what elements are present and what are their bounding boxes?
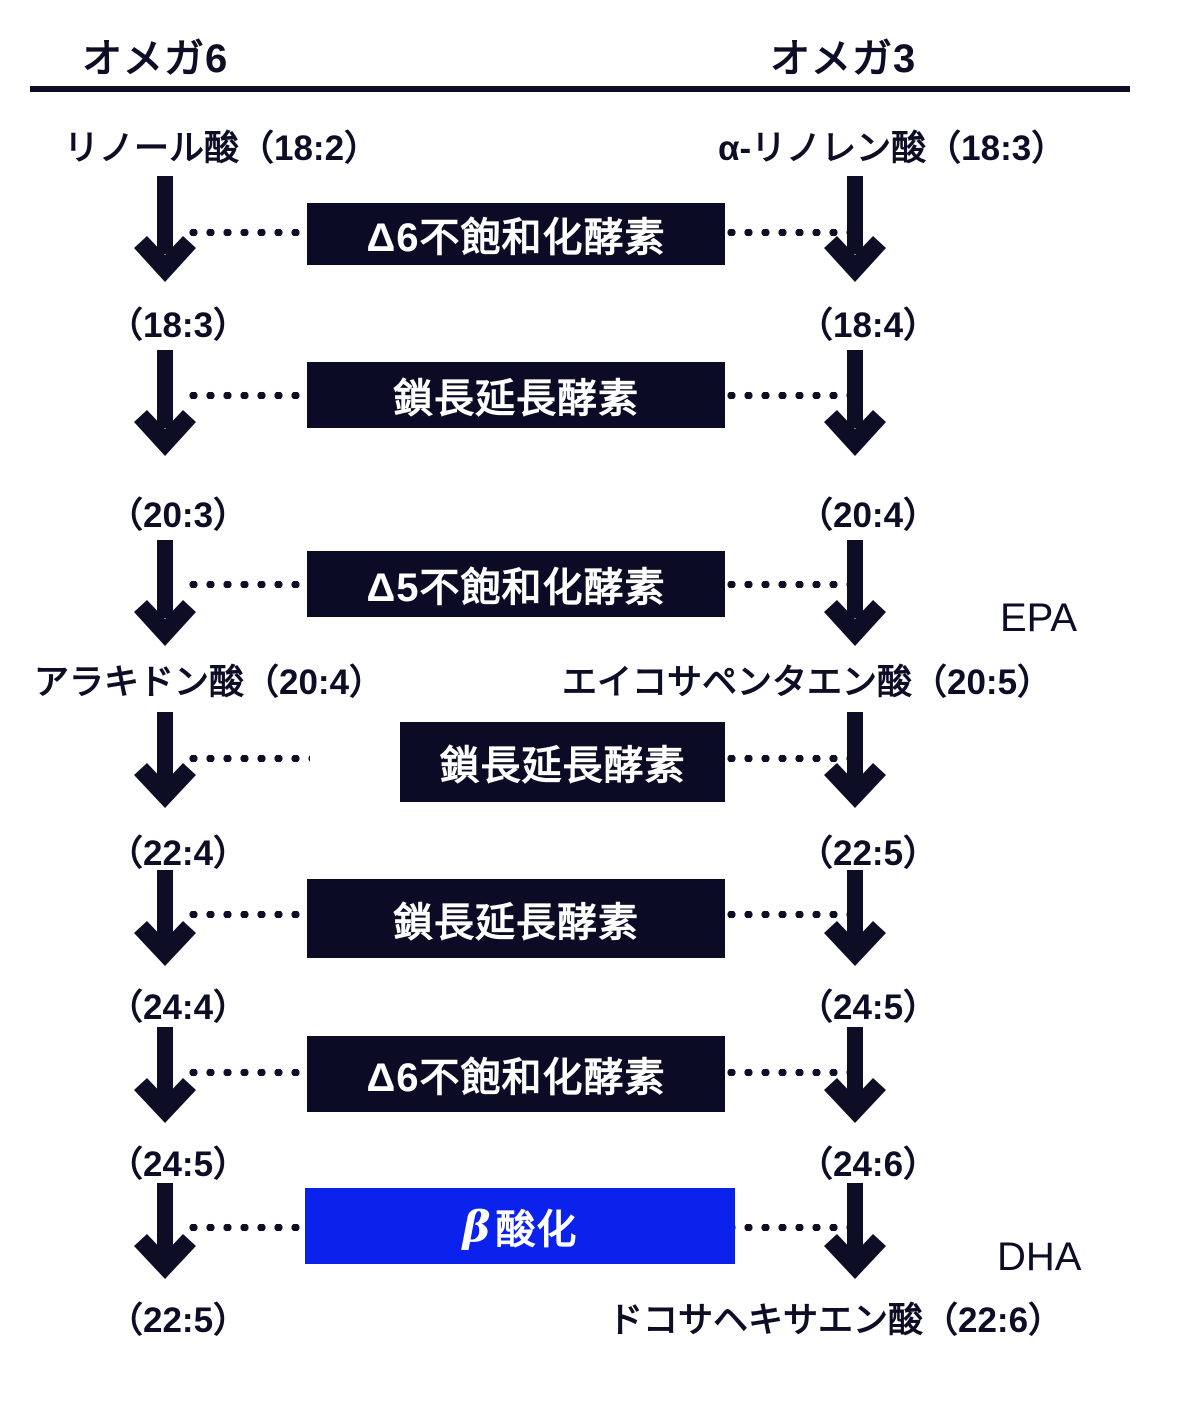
node-omega3-18-4: （18:4） (798, 306, 939, 345)
connector-left-step1 (185, 229, 310, 236)
column-header-omega6: オメガ6 (82, 37, 229, 81)
arrow-omega6-step2 (130, 350, 200, 460)
node-omega6-24-4: （24:4） (108, 988, 249, 1027)
enzyme-label: 鎖長延長酵素 (393, 900, 639, 945)
node-omega6-arachidonic-acid: アラキドン酸（20:4） (34, 663, 385, 702)
connector-left-step4 (185, 755, 310, 762)
connector-left-step6 (185, 1069, 310, 1076)
enzyme-box-elongase-1[interactable]: 鎖長延長酵素 (307, 362, 725, 428)
enzyme-box-delta6-desaturase-1[interactable]: Δ6不飽和化酵素 (307, 203, 725, 265)
arrow-omega6-step7 (130, 1183, 200, 1283)
connector-right-step5 (723, 911, 848, 918)
node-omega3-docosahexaenoic-acid: ドコサヘキサエン酸（22:6） (608, 1301, 1064, 1340)
arrow-omega3-step3 (820, 540, 890, 650)
node-omega6-22-4: （22:4） (108, 834, 249, 873)
enzyme-label: 酸化 (495, 1208, 578, 1252)
connector-left-step3 (185, 581, 310, 588)
enzyme-box-elongase-3[interactable]: 鎖長延長酵素 (307, 879, 725, 958)
node-omega3-alpha-linolenic-acid: α-リノレン酸（18:3） (718, 129, 1067, 168)
header-divider-rule (30, 86, 1130, 92)
connector-left-step2 (185, 392, 310, 399)
enzyme-label: Δ6不飽和化酵素 (366, 1056, 666, 1100)
enzyme-label: Δ5不飽和化酵素 (366, 566, 666, 610)
arrow-omega3-step1 (820, 176, 890, 286)
connector-right-step1 (723, 229, 848, 236)
arrow-omega3-step7 (820, 1183, 890, 1283)
connector-right-step3 (723, 581, 848, 588)
node-omega6-24-5: （24:5） (108, 1145, 249, 1184)
node-omega3-22-5: （22:5） (798, 834, 939, 873)
enzyme-label: Δ6不飽和化酵素 (366, 216, 666, 260)
connector-left-step7 (185, 1224, 310, 1231)
arrow-omega6-step6 (130, 1027, 200, 1127)
node-omega6-22-5: （22:5） (108, 1301, 249, 1340)
annotation-epa: EPA (1000, 596, 1078, 640)
annotation-dha: DHA (997, 1235, 1082, 1279)
connector-left-step5 (185, 911, 310, 918)
arrow-omega6-step4 (130, 712, 200, 812)
node-omega3-24-6: （24:6） (798, 1145, 939, 1184)
connector-right-step6 (723, 1069, 848, 1076)
arrow-omega3-step5 (820, 870, 890, 970)
arrow-omega3-step4 (820, 712, 890, 812)
enzyme-box-delta6-desaturase-2[interactable]: Δ6不飽和化酵素 (307, 1036, 725, 1112)
node-omega3-24-5: （24:5） (798, 988, 939, 1027)
arrow-omega6-step3 (130, 540, 200, 650)
node-omega6-18-3: （18:3） (108, 306, 249, 345)
arrow-omega6-step1 (130, 176, 200, 286)
enzyme-label: 鎖長延長酵素 (439, 744, 686, 788)
column-header-omega3: オメガ3 (770, 37, 917, 81)
node-omega6-20-3: （20:3） (108, 496, 249, 535)
enzyme-box-delta5-desaturase[interactable]: Δ5不飽和化酵素 (307, 551, 725, 617)
connector-right-step2 (723, 392, 848, 399)
arrow-omega6-step5 (130, 870, 200, 970)
arrow-omega3-step2 (820, 350, 890, 460)
arrow-omega3-step6 (820, 1027, 890, 1127)
node-omega3-eicosapentaenoic-acid: エイコサペンタエン酸（20:5） (562, 663, 1053, 702)
enzyme-label: 鎖長延長酵素 (393, 377, 639, 421)
beta-symbol: β (462, 1201, 492, 1251)
node-omega3-20-4: （20:4） (798, 496, 939, 535)
connector-right-step7 (723, 1224, 848, 1231)
node-omega6-linoleic-acid: リノール酸（18:2） (64, 129, 380, 168)
connector-right-step4 (723, 755, 848, 762)
enzyme-box-elongase-2[interactable]: 鎖長延長酵素 (400, 722, 725, 802)
